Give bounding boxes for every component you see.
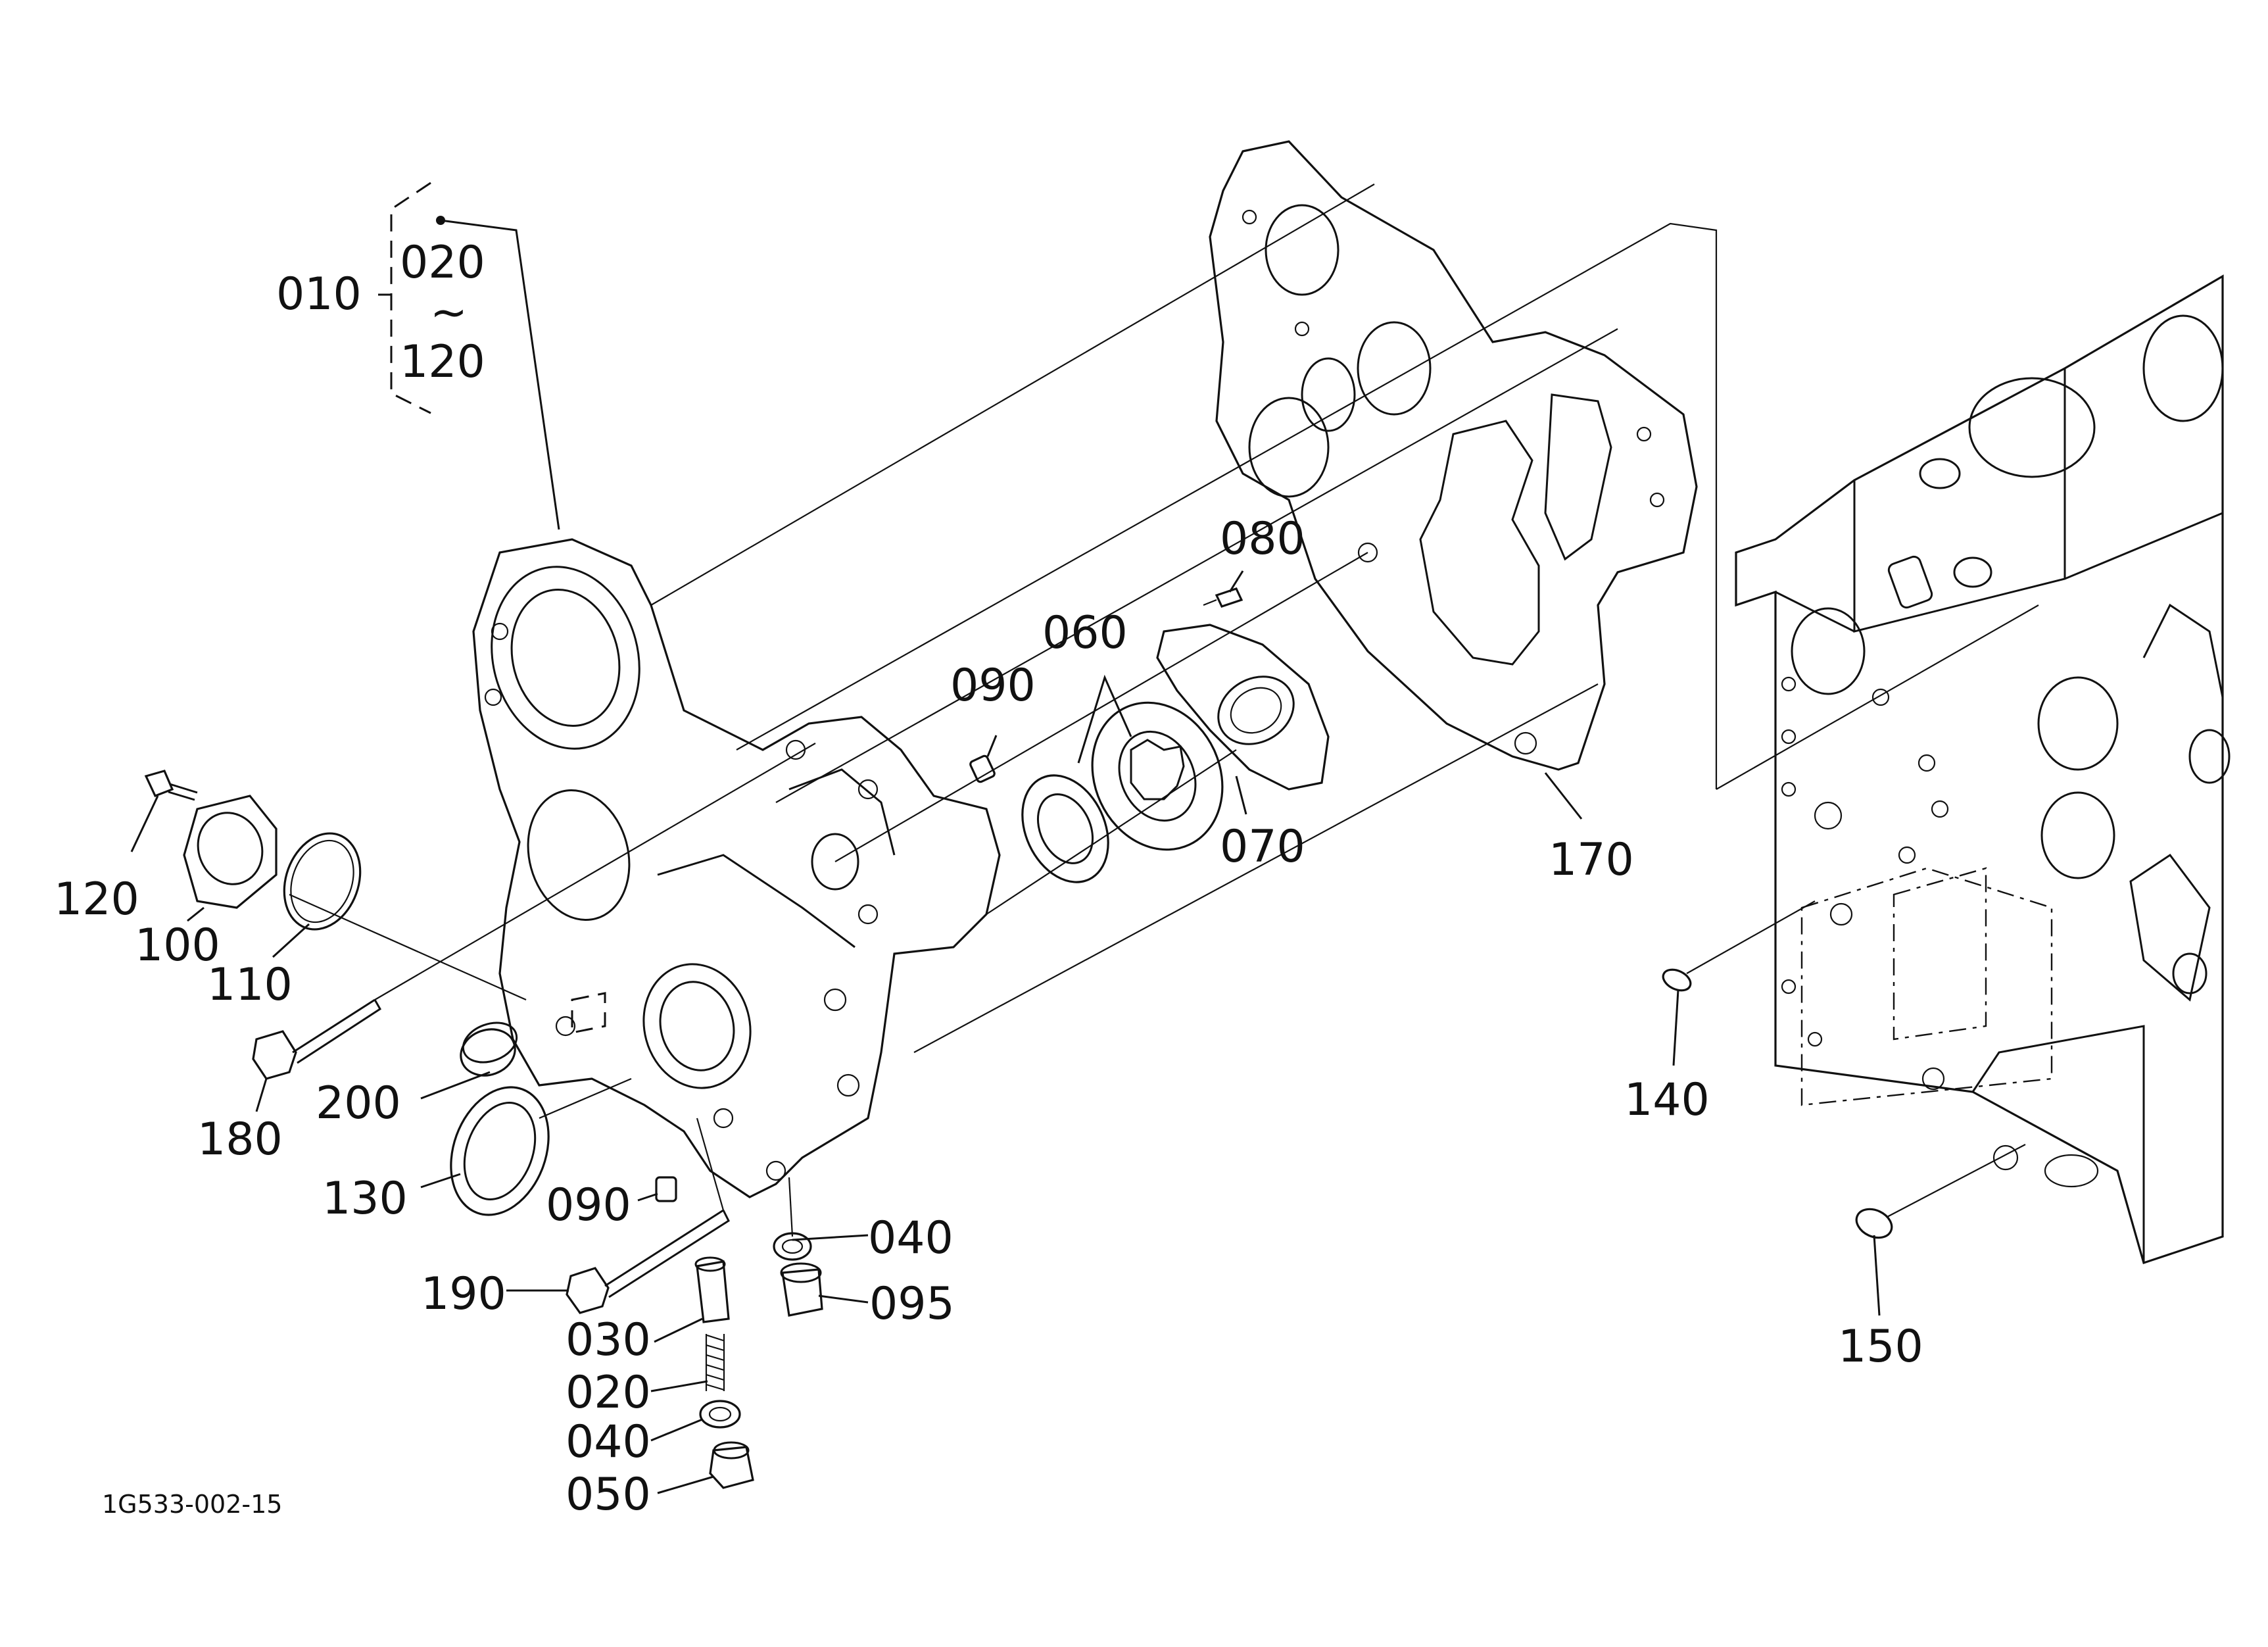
o-ring-150 xyxy=(1855,1208,1893,1239)
callout-040-upper: 040 xyxy=(868,1212,953,1264)
callout-range-end: 120 xyxy=(400,336,485,388)
callout-130: 130 xyxy=(322,1173,408,1225)
callout-010: 010 xyxy=(276,268,362,320)
callout-090-upper: 090 xyxy=(950,660,1036,712)
plug-050 xyxy=(709,1441,754,1489)
callout-040-lower: 040 xyxy=(566,1416,651,1468)
callout-080: 080 xyxy=(1220,513,1305,565)
callout-range-start: 020 xyxy=(400,237,485,289)
oil-pump-cover-plate xyxy=(1156,624,1330,791)
callout-100: 100 xyxy=(135,920,220,971)
alignment-lines xyxy=(289,184,2039,1237)
callout-200: 200 xyxy=(316,1077,401,1129)
oil-seal-cover-100 xyxy=(183,795,277,909)
callout-110: 110 xyxy=(207,959,293,1011)
set-screw-090-upper xyxy=(969,754,996,783)
o-ring-110 xyxy=(283,832,362,931)
oil-pump-rotor-set xyxy=(1021,701,1224,883)
o-ring-140 xyxy=(1662,968,1692,992)
bolt-120 xyxy=(144,770,198,801)
gear-case-assembly xyxy=(472,538,1001,1198)
callout-030: 030 xyxy=(566,1314,651,1366)
callout-range-symbol: ~ xyxy=(430,287,468,339)
drawing-number: 1G533-002-15 xyxy=(102,1490,282,1519)
callout-095: 095 xyxy=(869,1278,955,1330)
plug-095 xyxy=(780,1262,823,1317)
washer-040-lower xyxy=(699,1400,741,1429)
callout-060: 060 xyxy=(1042,607,1128,659)
leader-lines xyxy=(130,570,1881,1494)
callout-170: 170 xyxy=(1549,834,1634,886)
callout-020: 020 xyxy=(566,1367,651,1419)
bolt-180 xyxy=(252,998,382,1080)
callout-140: 140 xyxy=(1624,1074,1710,1126)
spring-020 xyxy=(705,1334,725,1391)
callout-090-lower: 090 xyxy=(546,1179,631,1231)
callout-120: 120 xyxy=(54,873,139,925)
bolt-190 xyxy=(566,1209,730,1314)
assembly-bracket xyxy=(378,182,560,530)
callout-180: 180 xyxy=(197,1114,283,1166)
callout-050: 050 xyxy=(566,1469,651,1521)
gear-case-gasket xyxy=(1209,140,1698,771)
set-screw-090-lower xyxy=(655,1176,677,1202)
engine-block xyxy=(1735,274,2231,1265)
callout-labels: 010 020 ~ 120 080 090 060 070 170 120 10… xyxy=(54,237,1923,1521)
plug-200 xyxy=(460,1021,518,1077)
oil-seal-130 xyxy=(450,1086,550,1216)
screw-080 xyxy=(1203,587,1243,608)
callout-190: 190 xyxy=(421,1268,506,1320)
callout-070: 070 xyxy=(1220,821,1305,873)
callout-150: 150 xyxy=(1838,1321,1923,1373)
plunger-030 xyxy=(694,1256,730,1323)
washer-040-upper xyxy=(773,1232,812,1261)
